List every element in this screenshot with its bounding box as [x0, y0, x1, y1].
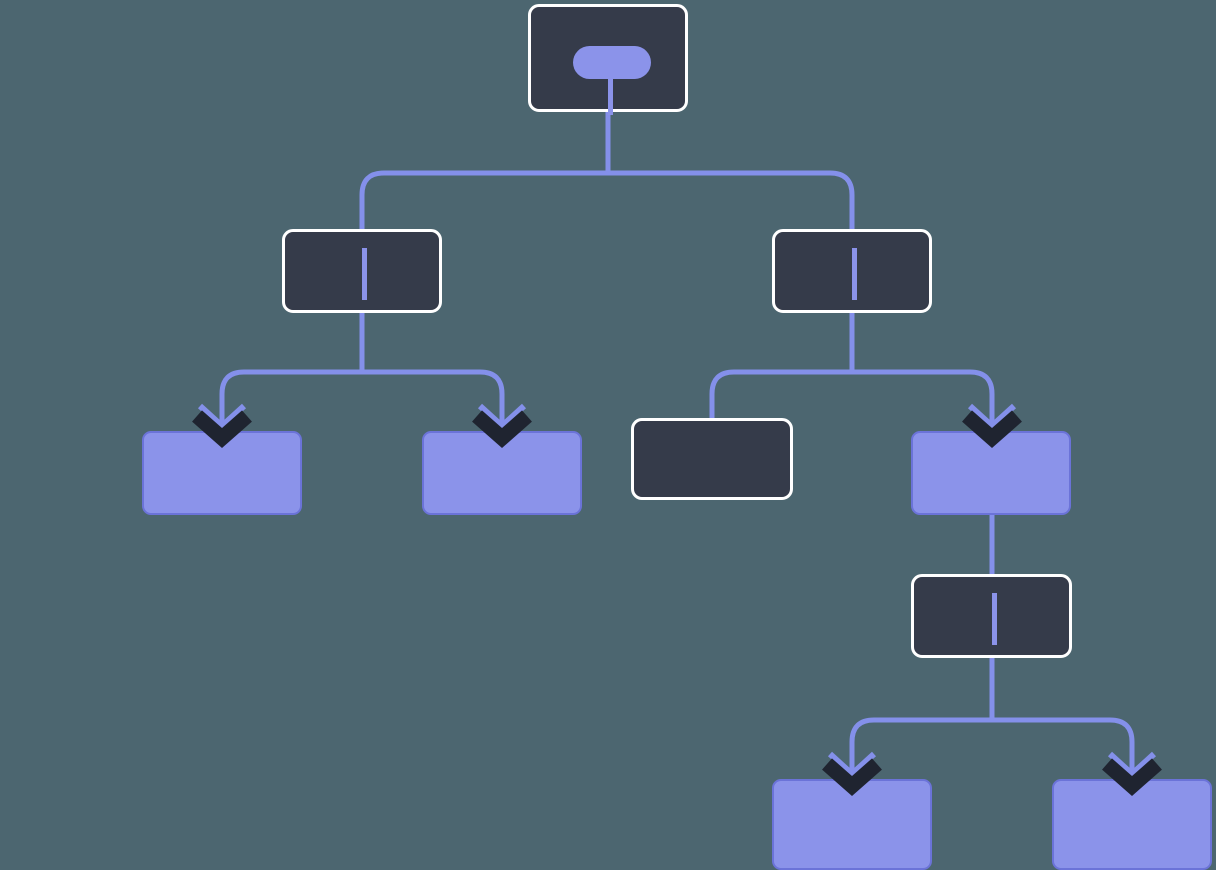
node-inner-stem	[992, 593, 997, 645]
edge-l4-to-leaf-b	[992, 717, 1135, 793]
node-inner-stem	[608, 79, 613, 115]
edge-l2-right-to-dark	[709, 369, 852, 425]
level5-leaf-b[interactable]	[1052, 779, 1212, 870]
node-inner-stem	[852, 248, 857, 300]
edge-root-to-l2-left	[359, 170, 608, 313]
edge-l2-left-to-leaf-b	[362, 369, 505, 445]
node-inner-stem	[362, 248, 367, 300]
edge-l2-right-to-leaf-d	[852, 369, 995, 445]
level3-leaf-b[interactable]	[422, 431, 582, 515]
root-node[interactable]	[528, 4, 688, 115]
level2-left-node[interactable]	[282, 229, 442, 313]
level3-dark-node[interactable]	[631, 418, 793, 500]
level3-leaf-a[interactable]	[142, 431, 302, 515]
level5-leaf-a[interactable]	[772, 779, 932, 870]
level3-leaf-d[interactable]	[911, 431, 1071, 515]
edge-l2-left-to-leaf-a	[219, 369, 362, 445]
level2-right-node[interactable]	[772, 229, 932, 313]
level4-dark-node[interactable]	[911, 574, 1072, 658]
root-pill-shape	[573, 46, 651, 79]
edge-root-to-l2-right	[608, 170, 855, 313]
edge-l4-to-leaf-a	[849, 717, 992, 793]
